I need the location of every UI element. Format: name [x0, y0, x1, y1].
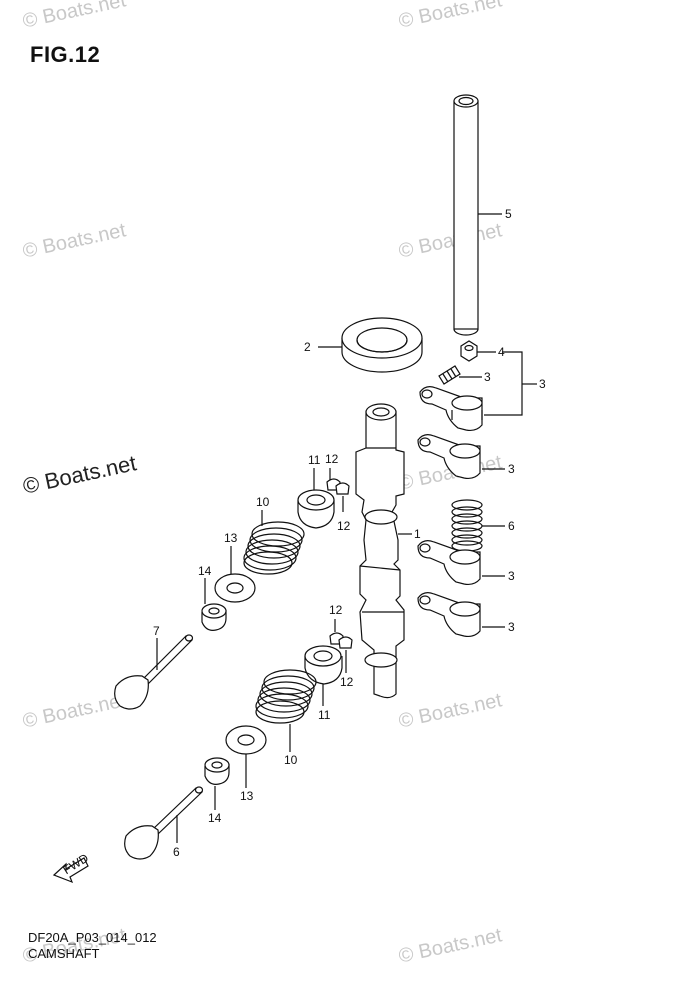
- callout-number: 14: [208, 811, 222, 825]
- callout-number: 7: [153, 624, 160, 638]
- part-rocker-arm: [417, 540, 481, 586]
- part-cotter: [326, 478, 350, 495]
- part-rocker-arm: [417, 592, 481, 638]
- callout-number: 12: [337, 519, 351, 533]
- callout-number: 11: [308, 453, 321, 467]
- callout-number: 1: [414, 527, 421, 541]
- callout-number: 2: [304, 340, 311, 354]
- part-valve: [124, 786, 204, 860]
- callout-number: 12: [329, 603, 343, 617]
- part-valve-stem-seal: [201, 603, 227, 631]
- callout-number: 10: [256, 495, 270, 509]
- callout-number: 3: [508, 462, 515, 476]
- figure-code: DF20A_P03_014_012: [28, 930, 157, 945]
- part-adjusting-screw: [438, 365, 461, 385]
- callout-number: 4: [498, 345, 505, 359]
- part-spring-retainer: [304, 645, 343, 685]
- callout-number: 13: [224, 531, 238, 545]
- part-cotter: [329, 632, 353, 649]
- part-valve: [114, 634, 194, 710]
- part-tube: [453, 94, 479, 336]
- part-spring-seat: [214, 573, 256, 603]
- part-valve-stem-seal: [204, 757, 230, 785]
- part-rocker-arm: [417, 434, 481, 480]
- part-valve-spring: [255, 669, 317, 724]
- callout-number: 6: [508, 519, 515, 533]
- callout-number: 3: [508, 569, 515, 583]
- part-camshaft: [355, 403, 405, 699]
- part-spring-seat: [225, 725, 267, 755]
- callout-number: 10: [284, 753, 298, 767]
- figure-title: FIG.12: [30, 42, 101, 67]
- callout-number: 3: [484, 370, 491, 384]
- callout-number: 3: [539, 377, 546, 391]
- figure-name: CAMSHAFT: [28, 946, 100, 961]
- part-oil-seal: [341, 317, 423, 373]
- part-valve-spring: [243, 521, 305, 575]
- part-spring: [451, 499, 483, 552]
- part-rocker-arm: [419, 386, 483, 432]
- part-spring-retainer: [297, 489, 335, 529]
- part-nut: [460, 340, 478, 362]
- callout-number: 14: [198, 564, 212, 578]
- callout-number: 12: [325, 452, 339, 466]
- fwd-arrow-icon: [52, 857, 89, 884]
- callout-number: 6: [173, 845, 180, 859]
- callout-number: 3: [508, 620, 515, 634]
- callout-number: 13: [240, 789, 254, 803]
- callout-number: 11: [318, 708, 331, 722]
- callout-number: 5: [505, 207, 512, 221]
- callout-number: 12: [340, 675, 354, 689]
